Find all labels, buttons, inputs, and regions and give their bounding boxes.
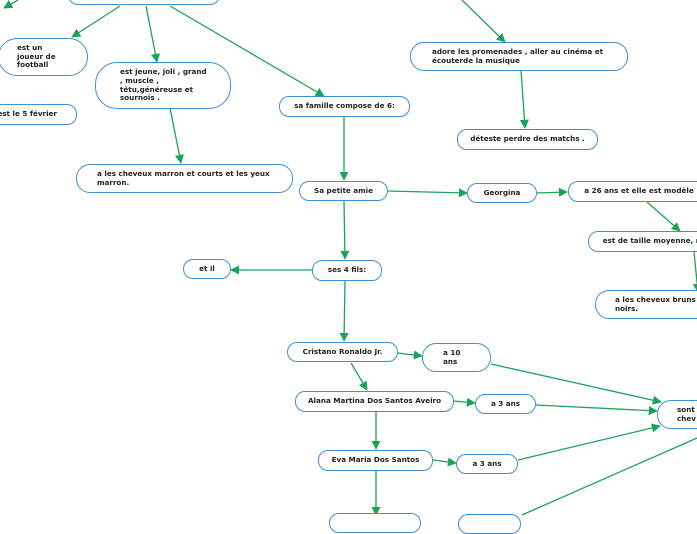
node-fils[interactable]: ses 4 fils: [312, 260, 382, 281]
node-georgina-age[interactable]: a 26 ans et elle est modèle [568, 181, 697, 202]
node-deteste[interactable]: déteste perdre des matchs . [457, 129, 598, 150]
edge-root-famille [169, 5, 325, 97]
node-sont-cheveux[interactable]: sont chev [657, 400, 697, 429]
edge-eva-age [432, 457, 457, 467]
edge-alana-age [453, 397, 476, 407]
node-eva[interactable]: Eva Maria Dos Santos [318, 450, 433, 471]
edge-cristiano-age [397, 350, 423, 360]
node-alana[interactable]: Alana Martina Dos Santos Aveiro [295, 391, 454, 412]
node-et-il[interactable]: et il [183, 259, 231, 279]
root-node[interactable] [68, 0, 220, 5]
edge-fils-cristiano [339, 280, 349, 342]
edge-age10-sont [490, 363, 662, 405]
edge-age-taille [646, 201, 681, 232]
edge-top-left [3, 0, 19, 9]
node-est-footballeur[interactable]: est un joueur de football [0, 38, 88, 76]
edge-physique-cheveux [169, 107, 184, 164]
edge-root-footballeur [71, 5, 121, 38]
node-cheveux-marron[interactable]: a les cheveux marron et courts et les ye… [76, 164, 293, 193]
edge-age3b-sont [517, 423, 661, 461]
edge-root-physique [145, 5, 160, 63]
node-cheveux-bruns[interactable]: a les cheveux bruns e noirs. [595, 290, 697, 319]
edge-age3a-sont [535, 404, 658, 416]
edge-cristiano-alana [350, 362, 368, 391]
edge-loisirs-deteste [519, 69, 529, 129]
edge-taille-cheveux [692, 251, 697, 293]
node-anniversaire[interactable]: e est le 5 février [0, 104, 77, 125]
node-loisirs[interactable]: adore les promenades , aller au cinéma e… [410, 42, 628, 71]
edge-petiteamie-fils [340, 200, 350, 260]
node-bottom-right[interactable] [458, 514, 521, 534]
edge-bottom-sont [521, 437, 697, 516]
node-bottom-left[interactable] [329, 513, 421, 533]
node-age-3b[interactable]: a 3 ans [456, 454, 518, 474]
node-taille[interactable]: est de taille moyenne, m [588, 231, 697, 252]
edge-georgina-age [536, 187, 568, 197]
edge-top-loisirs [461, 0, 506, 43]
node-petite-amie[interactable]: Sa petite amie [299, 181, 388, 201]
node-famille[interactable]: sa famille compose de 6: [279, 96, 410, 117]
edge-petiteamie-georgina [387, 188, 468, 198]
node-georgina[interactable]: Georgina [467, 183, 537, 203]
node-age-10[interactable]: a 10 ans [422, 343, 491, 372]
node-cristiano[interactable]: Cristano Ronaldo Jr. [287, 342, 398, 362]
node-physique[interactable]: est jeune, joli , grand , muscle , têtu,… [95, 62, 231, 109]
connector-lines [3, 0, 697, 516]
node-age-3a[interactable]: a 3 ans [475, 394, 536, 414]
